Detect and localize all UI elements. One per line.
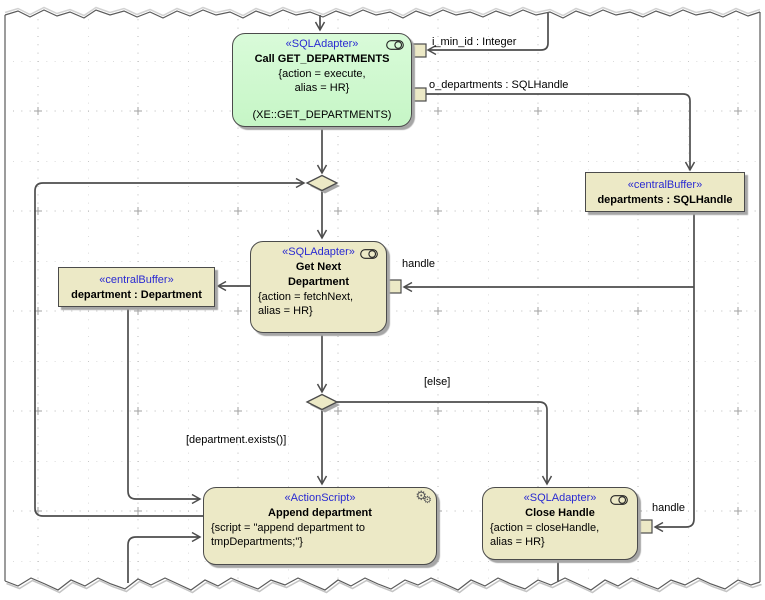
action-append-department[interactable]: «ActionScript» ⚙⚙ Append department {scr… xyxy=(203,487,437,565)
stereotype-label: «centralBuffer» xyxy=(99,273,174,286)
central-buffer-department[interactable]: «centralBuffer» department : Department xyxy=(58,267,215,307)
node-constraint-line1: {action = fetchNext, xyxy=(258,291,354,303)
edge-else-to-close-handle[interactable] xyxy=(337,401,553,486)
torn-edge-top xyxy=(4,9,761,19)
node-constraint-line1: {script = "append department to xyxy=(211,522,366,534)
action-get-next-department[interactable]: «SQLAdapter» Get Next Department {action… xyxy=(250,241,387,333)
torn-edge-bottom-shadow xyxy=(6,579,762,594)
sql-adapter-icon xyxy=(360,249,378,259)
edge-departments-buffer-to-close-handle[interactable] xyxy=(653,212,695,533)
pin-i-min-id[interactable] xyxy=(411,43,427,58)
node-constraint-line1: {action = execute, xyxy=(278,68,366,80)
node-name: Call GET_DEPARTMENTS xyxy=(254,53,390,65)
guard-label-department-exists[interactable]: [department.exists()] xyxy=(186,434,287,446)
node-name: department : Department xyxy=(71,288,202,301)
edge-department-buffer-to-append[interactable] xyxy=(127,307,202,505)
torn-edge-top-shadow xyxy=(4,6,761,17)
edge-i-min-id-input[interactable] xyxy=(426,13,549,56)
node-constraint-line2: alias = HR} xyxy=(258,305,313,317)
stereotype-label: «SQLAdapter» xyxy=(285,38,359,50)
action-call-get-departments[interactable]: «SQLAdapter» Call GET_DEPARTMENTS {actio… xyxy=(232,33,412,127)
edge-o-departments-to-buffer[interactable] xyxy=(426,93,696,172)
pin-label-i-min-id[interactable]: i_min_id : Integer xyxy=(432,36,517,48)
decision-node[interactable] xyxy=(305,393,339,411)
stereotype-label: «SQLAdapter» xyxy=(282,246,355,258)
action-close-handle[interactable]: «SQLAdapter» Close Handle {action = clos… xyxy=(482,487,638,560)
pin-label-handle-close[interactable]: handle xyxy=(652,502,686,514)
guard-label-else[interactable]: [else] xyxy=(424,376,451,388)
central-buffer-departments[interactable]: «centralBuffer» departments : SQLHandle xyxy=(585,172,745,212)
node-name-line1: Get Next xyxy=(295,261,342,273)
stereotype-label: «SQLAdapter» xyxy=(523,492,597,504)
node-name: Append department xyxy=(268,507,372,519)
edge-bottom-into-append[interactable] xyxy=(127,531,202,583)
sql-adapter-icon xyxy=(610,495,628,505)
node-name: departments : SQLHandle xyxy=(597,193,733,206)
node-constraint-line1: {action = closeHandle, xyxy=(490,522,600,534)
node-name: Close Handle xyxy=(525,507,595,519)
node-constraint-line2: alias = HR} xyxy=(294,82,350,94)
pin-handle-close[interactable] xyxy=(637,519,653,534)
gears-icon: ⚙⚙ xyxy=(415,488,432,506)
pin-o-departments[interactable] xyxy=(411,87,427,102)
node-constraint-line2: alias = HR} xyxy=(490,536,545,548)
sql-adapter-icon xyxy=(386,40,404,50)
edge-loop-append-to-merge[interactable] xyxy=(34,177,306,517)
torn-edge-bottom xyxy=(4,577,761,591)
merge-node[interactable] xyxy=(305,174,339,192)
stereotype-label: «centralBuffer» xyxy=(627,178,703,191)
pin-label-o-departments[interactable]: o_departments : SQLHandle xyxy=(429,79,569,91)
pin-label-handle-get-next[interactable]: handle xyxy=(402,258,436,270)
node-subtitle: (XE::GET_DEPARTMENTS) xyxy=(252,109,392,121)
pin-handle-get-next[interactable] xyxy=(386,279,402,294)
node-constraint-line2: tmpDepartments;"} xyxy=(211,536,303,548)
node-name-line2: Department xyxy=(287,276,350,288)
stereotype-label: «ActionScript» xyxy=(284,492,356,504)
